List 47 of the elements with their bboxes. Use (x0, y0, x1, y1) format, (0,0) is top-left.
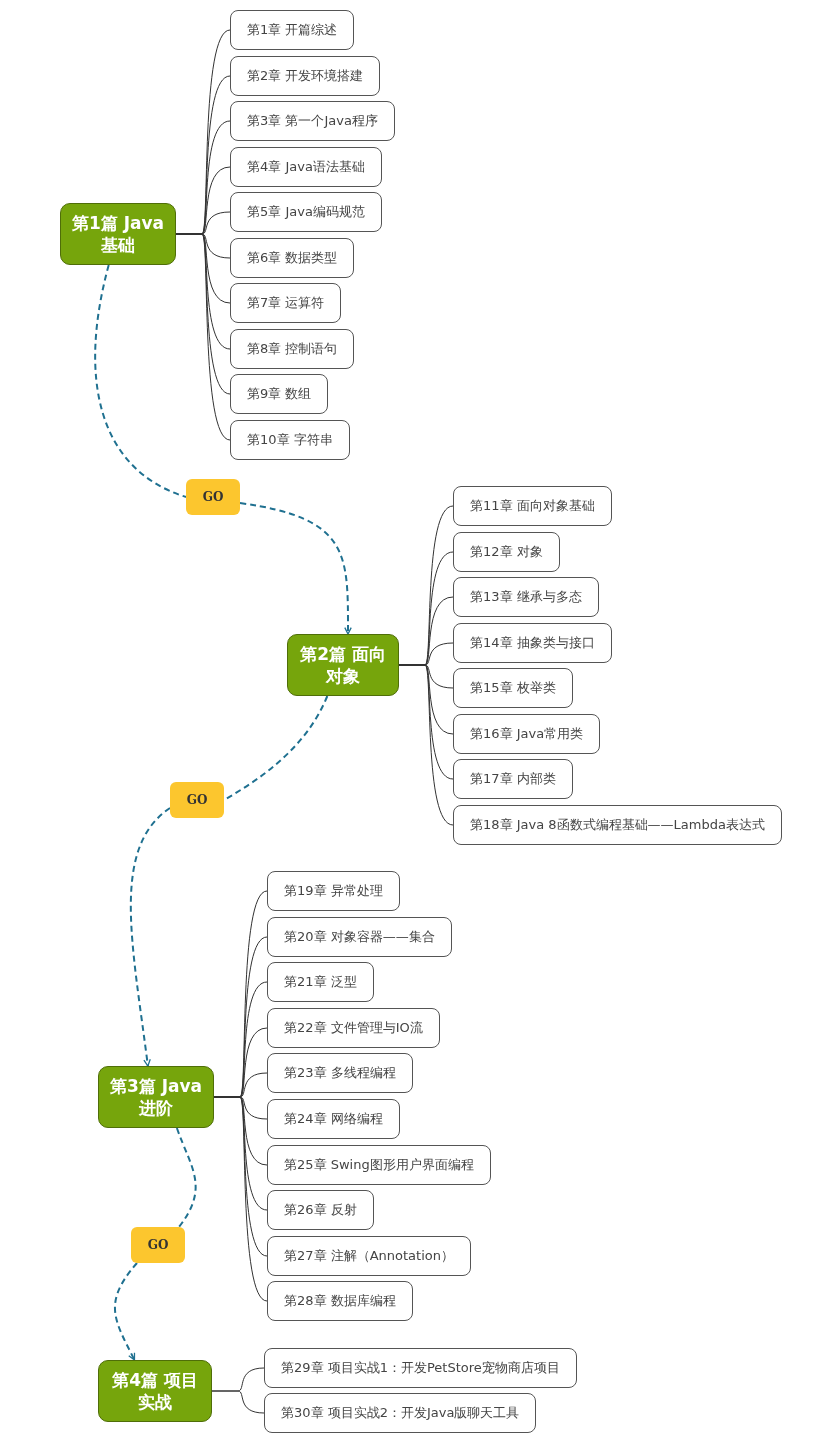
chapter-box: 第6章 数据类型 (230, 237, 355, 278)
chapter-box: 第22章 文件管理与IO流 (267, 1007, 440, 1048)
branch-line (213, 1096, 268, 1302)
chapter-box: 第15章 枚举类 (453, 668, 573, 708)
chapter-box: 第30章 项目实战2：开发Java版聊天工具 (264, 1393, 537, 1433)
chapter-box: 第27章 注解（Annotation） (267, 1235, 471, 1276)
chapter-box: 第24章 网络编程 (267, 1099, 400, 1139)
part-box: 第2篇 面向对象 (287, 634, 399, 696)
chapter-box: 第12章 对象 (453, 531, 560, 572)
chapter-box: 第13章 继承与多态 (453, 577, 599, 617)
chapter-box: 第16章 Java常用类 (453, 713, 601, 754)
chapter-box: 第1章 开篇综述 (230, 10, 355, 50)
chapter-box: 第2章 开发环境搭建 (230, 55, 381, 96)
chapter-box: 第14章 抽象类与接口 (453, 622, 612, 663)
dashed-line (223, 695, 329, 801)
chapter-box: 第28章 数据库编程 (267, 1281, 413, 1322)
chapter-box: 第4章 Java语法基础 (230, 146, 382, 187)
chapter-box: 第21章 泛型 (267, 962, 374, 1003)
chapter-box: 第11章 面向对象基础 (453, 486, 612, 526)
chapter-box: 第10章 字符串 (230, 419, 350, 460)
branch-line (398, 664, 454, 826)
go-badge: GO (131, 1227, 185, 1263)
chapter-box: 第25章 Swing图形用户界面编程 (267, 1144, 491, 1185)
chapter-box: 第17章 内部类 (453, 759, 573, 799)
chapter-box: 第26章 反射 (267, 1190, 374, 1231)
chapter-box: 第7章 运算符 (230, 283, 342, 323)
dashed-line (94, 264, 187, 498)
chapter-box: 第23章 多线程编程 (267, 1053, 413, 1094)
chapter-box: 第3章 第一个Java程序 (230, 101, 395, 141)
chapter-box: 第20章 对象容器——集合 (267, 916, 452, 957)
chapter-box: 第18章 Java 8函数式编程基础——Lambda表达式 (453, 804, 782, 845)
dashed-line (175, 1127, 197, 1228)
part-box: 第3篇 Java进阶 (98, 1066, 214, 1128)
chapter-box: 第9章 数组 (230, 374, 329, 414)
go-badge: GO (170, 782, 224, 818)
chapter-box: 第5章 Java编码规范 (230, 192, 382, 232)
dashed-arrow (114, 1262, 138, 1361)
chapter-box: 第29章 项目实战1：开发PetStore宠物商店项目 (264, 1348, 577, 1388)
part-box: 第4篇 项目实战 (98, 1360, 212, 1422)
dashed-arrow (129, 807, 171, 1067)
chapter-box: 第8章 控制语句 (230, 328, 355, 369)
dashed-arrow (239, 502, 352, 635)
branch-line (211, 1390, 265, 1414)
part-box: 第1篇 Java基础 (60, 203, 176, 265)
go-badge: GO (186, 479, 240, 515)
branch-line (175, 233, 231, 441)
chapter-box: 第19章 异常处理 (267, 871, 400, 911)
